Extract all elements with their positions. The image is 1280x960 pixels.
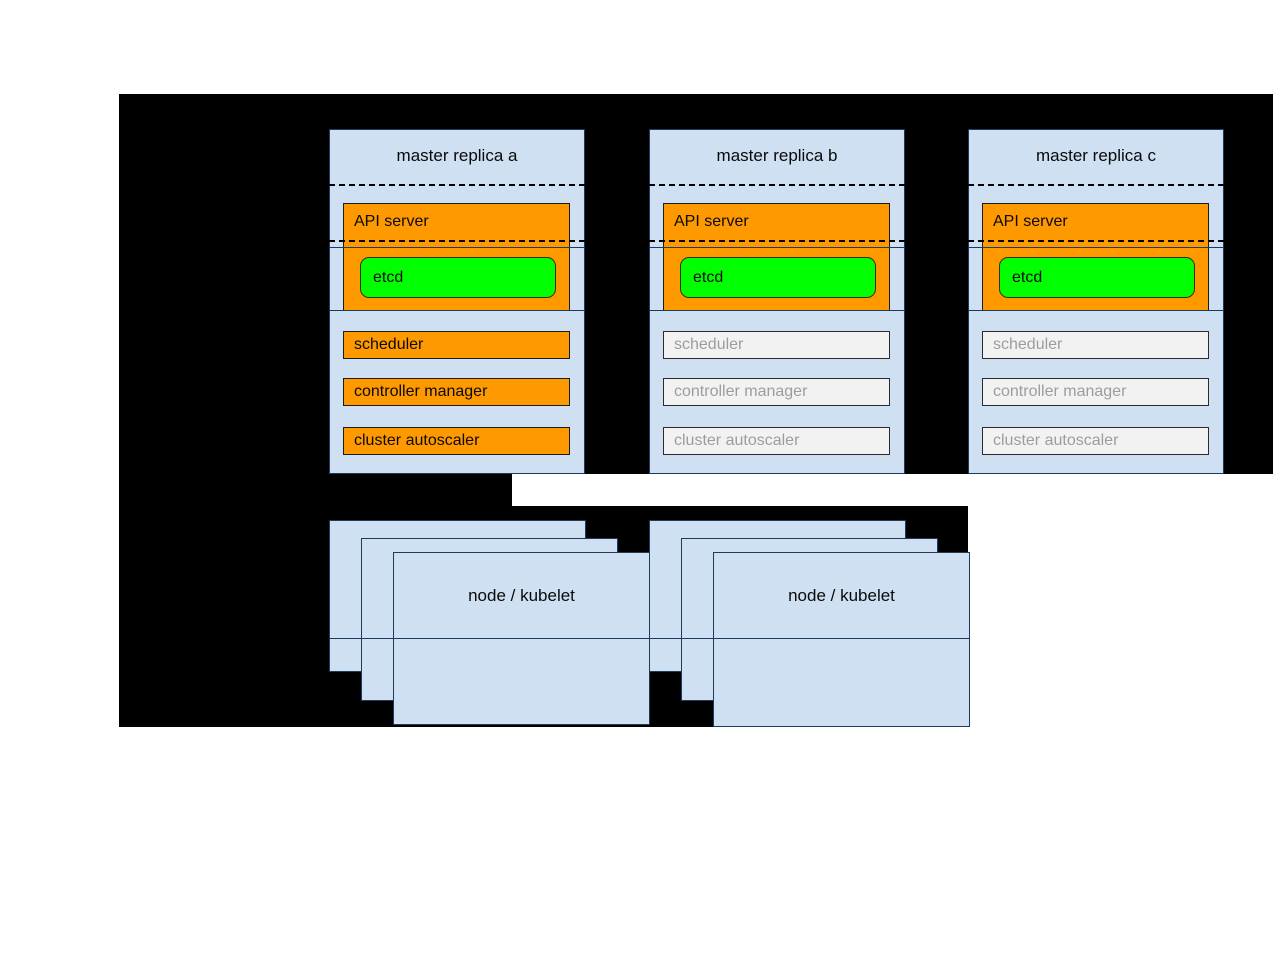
replica-a-controller-manager[interactable]: controller manager	[343, 378, 570, 406]
replica-b-dash-top	[649, 184, 905, 186]
master-replica-b-title: master replica b	[716, 146, 838, 165]
replica-c-rule-upper	[968, 247, 1224, 248]
replica-c-controller-manager[interactable]: controller manager	[982, 378, 1209, 406]
replica-a-cluster-autoscaler[interactable]: cluster autoscaler	[343, 427, 570, 455]
replica-c-scheduler[interactable]: scheduler	[982, 331, 1209, 359]
replica-a-etcd-box[interactable]: etcd	[360, 257, 556, 298]
node-group-1-label: node / kubelet	[468, 586, 575, 605]
replica-a-rule-upper	[329, 247, 585, 248]
master-replica-c-title: master replica c	[1036, 146, 1156, 165]
replica-c-etcd-box[interactable]: etcd	[999, 257, 1195, 298]
node-group-2-label: node / kubelet	[788, 586, 895, 605]
replica-c-cluster-autoscaler[interactable]: cluster autoscaler	[982, 427, 1209, 455]
replica-c-dash-mid	[968, 240, 1224, 242]
master-replica-a-title: master replica a	[396, 146, 518, 165]
replica-b-controller-manager[interactable]: controller manager	[663, 378, 890, 406]
replica-c-rule-lower	[968, 310, 1224, 311]
replica-a-scheduler[interactable]: scheduler	[343, 331, 570, 359]
replica-c-dash-top	[968, 184, 1224, 186]
node-group-2-stack-front[interactable]: node / kubelet	[713, 552, 970, 727]
replica-b-rule-upper	[649, 247, 905, 248]
replica-b-api-server-label: API server	[674, 213, 749, 230]
backdrop-left-notch	[119, 474, 512, 506]
replica-b-rule-lower	[649, 310, 905, 311]
replica-a-dash-mid	[329, 240, 585, 242]
replica-b-dash-mid	[649, 240, 905, 242]
replica-b-etcd-box[interactable]: etcd	[680, 257, 876, 298]
node-group-2-divider	[649, 638, 970, 639]
replica-a-api-server-label: API server	[354, 213, 429, 230]
replica-b-scheduler[interactable]: scheduler	[663, 331, 890, 359]
replica-c-api-server-label: API server	[993, 213, 1068, 230]
replica-a-dash-top	[329, 184, 585, 186]
replica-b-cluster-autoscaler[interactable]: cluster autoscaler	[663, 427, 890, 455]
replica-a-rule-lower	[329, 310, 585, 311]
node-group-1-divider	[329, 638, 650, 639]
